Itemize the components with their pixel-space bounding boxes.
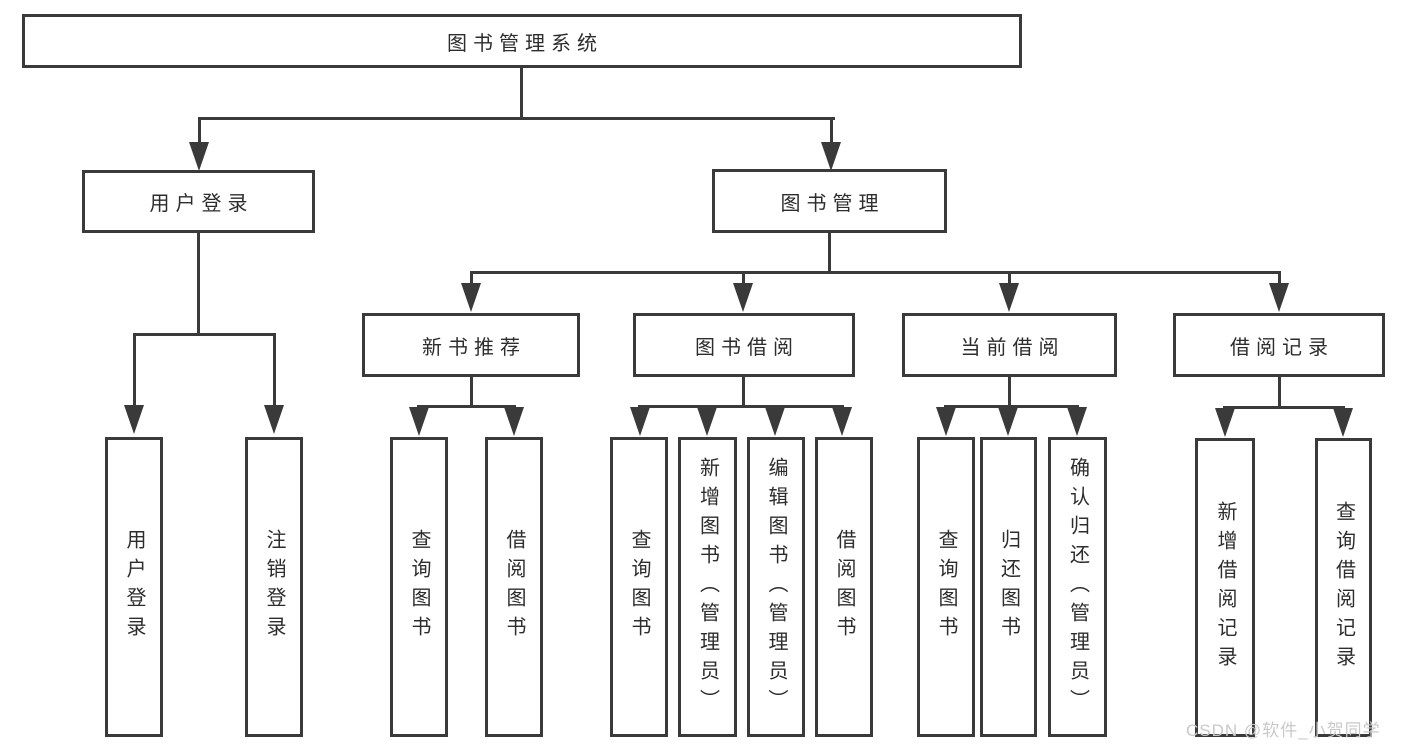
connector-line [197, 232, 200, 336]
leaf-recommend-query-book: 查询图书 [390, 437, 448, 737]
connector-line [830, 117, 833, 144]
leaf-current-query-book: 查询图书 [917, 437, 975, 737]
connector-line [1223, 406, 1345, 409]
node-label: 确认归还（管理员） [1066, 456, 1089, 718]
connector-line [198, 117, 201, 144]
node-label: 当前借阅 [960, 336, 1065, 359]
node-label: 借阅图书 [833, 529, 855, 645]
leaf-user-login: 用户登录 [105, 437, 163, 737]
arrow-down-icon [765, 407, 785, 436]
leaf-current-return-book: 归还图书 [980, 437, 1037, 737]
node-label: 查询图书 [408, 529, 430, 645]
node-user-login: 用户登录 [82, 170, 315, 233]
connector-line [1278, 271, 1281, 285]
node-book-borrow: 图书借阅 [633, 313, 855, 377]
connector-line [944, 405, 1079, 408]
node-label: 图书管理 [780, 192, 885, 215]
connector-line [133, 333, 276, 336]
arrow-down-icon [264, 405, 284, 434]
node-label: 用户登录 [149, 193, 254, 215]
node-label: 借阅记录 [1230, 336, 1334, 359]
arrow-down-icon [1333, 408, 1353, 437]
node-label: 注销登录 [263, 529, 285, 645]
arrow-down-icon [936, 407, 956, 436]
leaf-record-add-borrow-record: 新增借阅记录 [1195, 438, 1255, 737]
arrow-down-icon [733, 283, 753, 312]
connector-line [273, 333, 276, 407]
node-new-book-recommend: 新书推荐 [362, 313, 580, 377]
connector-line [828, 232, 831, 274]
node-library-management-system: 图书管理系统 [22, 14, 1022, 68]
watermark: CSDN @软件_小贺同学 [1186, 721, 1381, 740]
arrow-down-icon [461, 283, 481, 312]
connector-line [470, 377, 473, 408]
arrow-down-icon [630, 407, 650, 436]
node-label: 图书借阅 [695, 336, 799, 359]
leaf-recommend-borrow-book: 借阅图书 [485, 437, 543, 737]
node-label: 用户登录 [123, 529, 145, 645]
arrow-down-icon [124, 405, 144, 434]
leaf-borrow-add-book-admin: 新增图书（管理员） [678, 437, 737, 737]
node-label: 借阅图书 [503, 529, 525, 645]
arrow-down-icon [409, 407, 429, 436]
leaf-borrow-borrow-book: 借阅图书 [815, 437, 873, 737]
arrow-down-icon [1067, 407, 1087, 436]
arrow-down-icon [821, 142, 841, 171]
arrow-down-icon [832, 407, 852, 436]
connector-line [133, 333, 136, 407]
leaf-borrow-edit-book-admin: 编辑图书（管理员） [747, 437, 805, 737]
node-label: 查询图书 [628, 529, 650, 645]
connector-line [638, 405, 844, 408]
leaf-record-query-borrow-record: 查询借阅记录 [1315, 438, 1372, 737]
arrow-down-icon [697, 407, 717, 436]
node-label: 查询图书 [935, 529, 957, 645]
connector-line [417, 405, 516, 408]
connector-line [198, 117, 835, 120]
connector-line [742, 377, 745, 408]
node-label: 图书管理系统 [447, 32, 603, 55]
connector-line [1278, 377, 1281, 409]
connector-line [742, 271, 745, 285]
arrow-down-icon [504, 407, 524, 436]
arrow-down-icon [999, 283, 1019, 312]
connector-line [1008, 377, 1011, 408]
connector-line [470, 271, 1281, 274]
node-label: 新增借阅记录 [1214, 500, 1236, 675]
arrow-down-icon [1269, 283, 1289, 312]
node-current-borrow: 当前借阅 [902, 313, 1117, 377]
leaf-borrow-query-book: 查询图书 [610, 437, 668, 737]
node-label: 新书推荐 [422, 336, 526, 359]
node-book-management: 图书管理 [712, 169, 947, 233]
node-label: 编辑图书（管理员） [765, 456, 787, 718]
leaf-current-confirm-return-admin: 确认归还（管理员） [1048, 437, 1107, 737]
node-label: 查询借阅记录 [1332, 500, 1355, 675]
arrow-down-icon [998, 407, 1018, 436]
connector-line [520, 66, 523, 119]
arrow-down-icon [189, 142, 209, 171]
connector-line [470, 271, 473, 285]
leaf-logout: 注销登录 [245, 437, 303, 737]
arrow-down-icon [1215, 408, 1235, 437]
node-label: 新增图书（管理员） [696, 456, 719, 718]
node-label: 归还图书 [997, 529, 1020, 645]
node-borrow-record: 借阅记录 [1173, 313, 1385, 377]
connector-line [1008, 271, 1011, 285]
